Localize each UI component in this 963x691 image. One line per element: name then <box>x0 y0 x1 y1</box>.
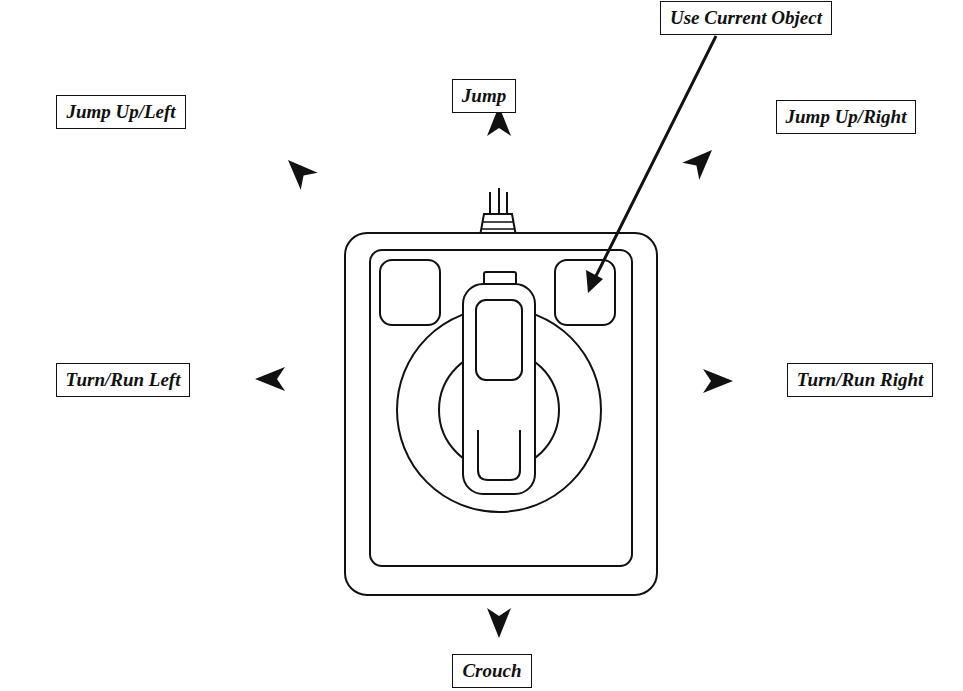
control-label: Jump Up/Right <box>786 106 907 128</box>
control-label: Crouch <box>462 660 521 682</box>
control-label-box: Crouch <box>452 654 531 688</box>
stick-base <box>478 430 520 480</box>
right-button <box>555 260 615 325</box>
control-label: Turn/Run Left <box>66 369 181 391</box>
cable-ridge <box>482 222 514 229</box>
joystick-base <box>345 233 657 595</box>
control-label: Turn/Run Right <box>797 369 924 391</box>
cable-wire <box>490 188 507 215</box>
control-label-box: Jump <box>452 79 516 113</box>
left-button <box>380 260 440 325</box>
control-label: Jump Up/Left <box>66 101 175 123</box>
control-label-box: Jump Up/Left <box>56 95 185 129</box>
direction-arrowhead <box>703 369 733 393</box>
control-label-box: Use Current Object <box>660 1 832 35</box>
stick-shaft <box>463 284 535 494</box>
direction-arrowhead <box>682 142 720 180</box>
control-label-box: Turn/Run Left <box>56 363 191 397</box>
control-label-box: Jump Up/Right <box>776 100 917 134</box>
direction-arrowhead <box>280 152 318 190</box>
control-label: Use Current Object <box>670 7 822 29</box>
base-panel <box>370 250 632 566</box>
leader-arrowhead <box>586 270 603 293</box>
control-label: Jump <box>462 85 506 107</box>
control-label-box: Turn/Run Right <box>787 363 934 397</box>
direction-arrowhead <box>255 367 285 391</box>
stick-grip <box>476 300 522 380</box>
direction-arrowhead <box>487 608 511 638</box>
